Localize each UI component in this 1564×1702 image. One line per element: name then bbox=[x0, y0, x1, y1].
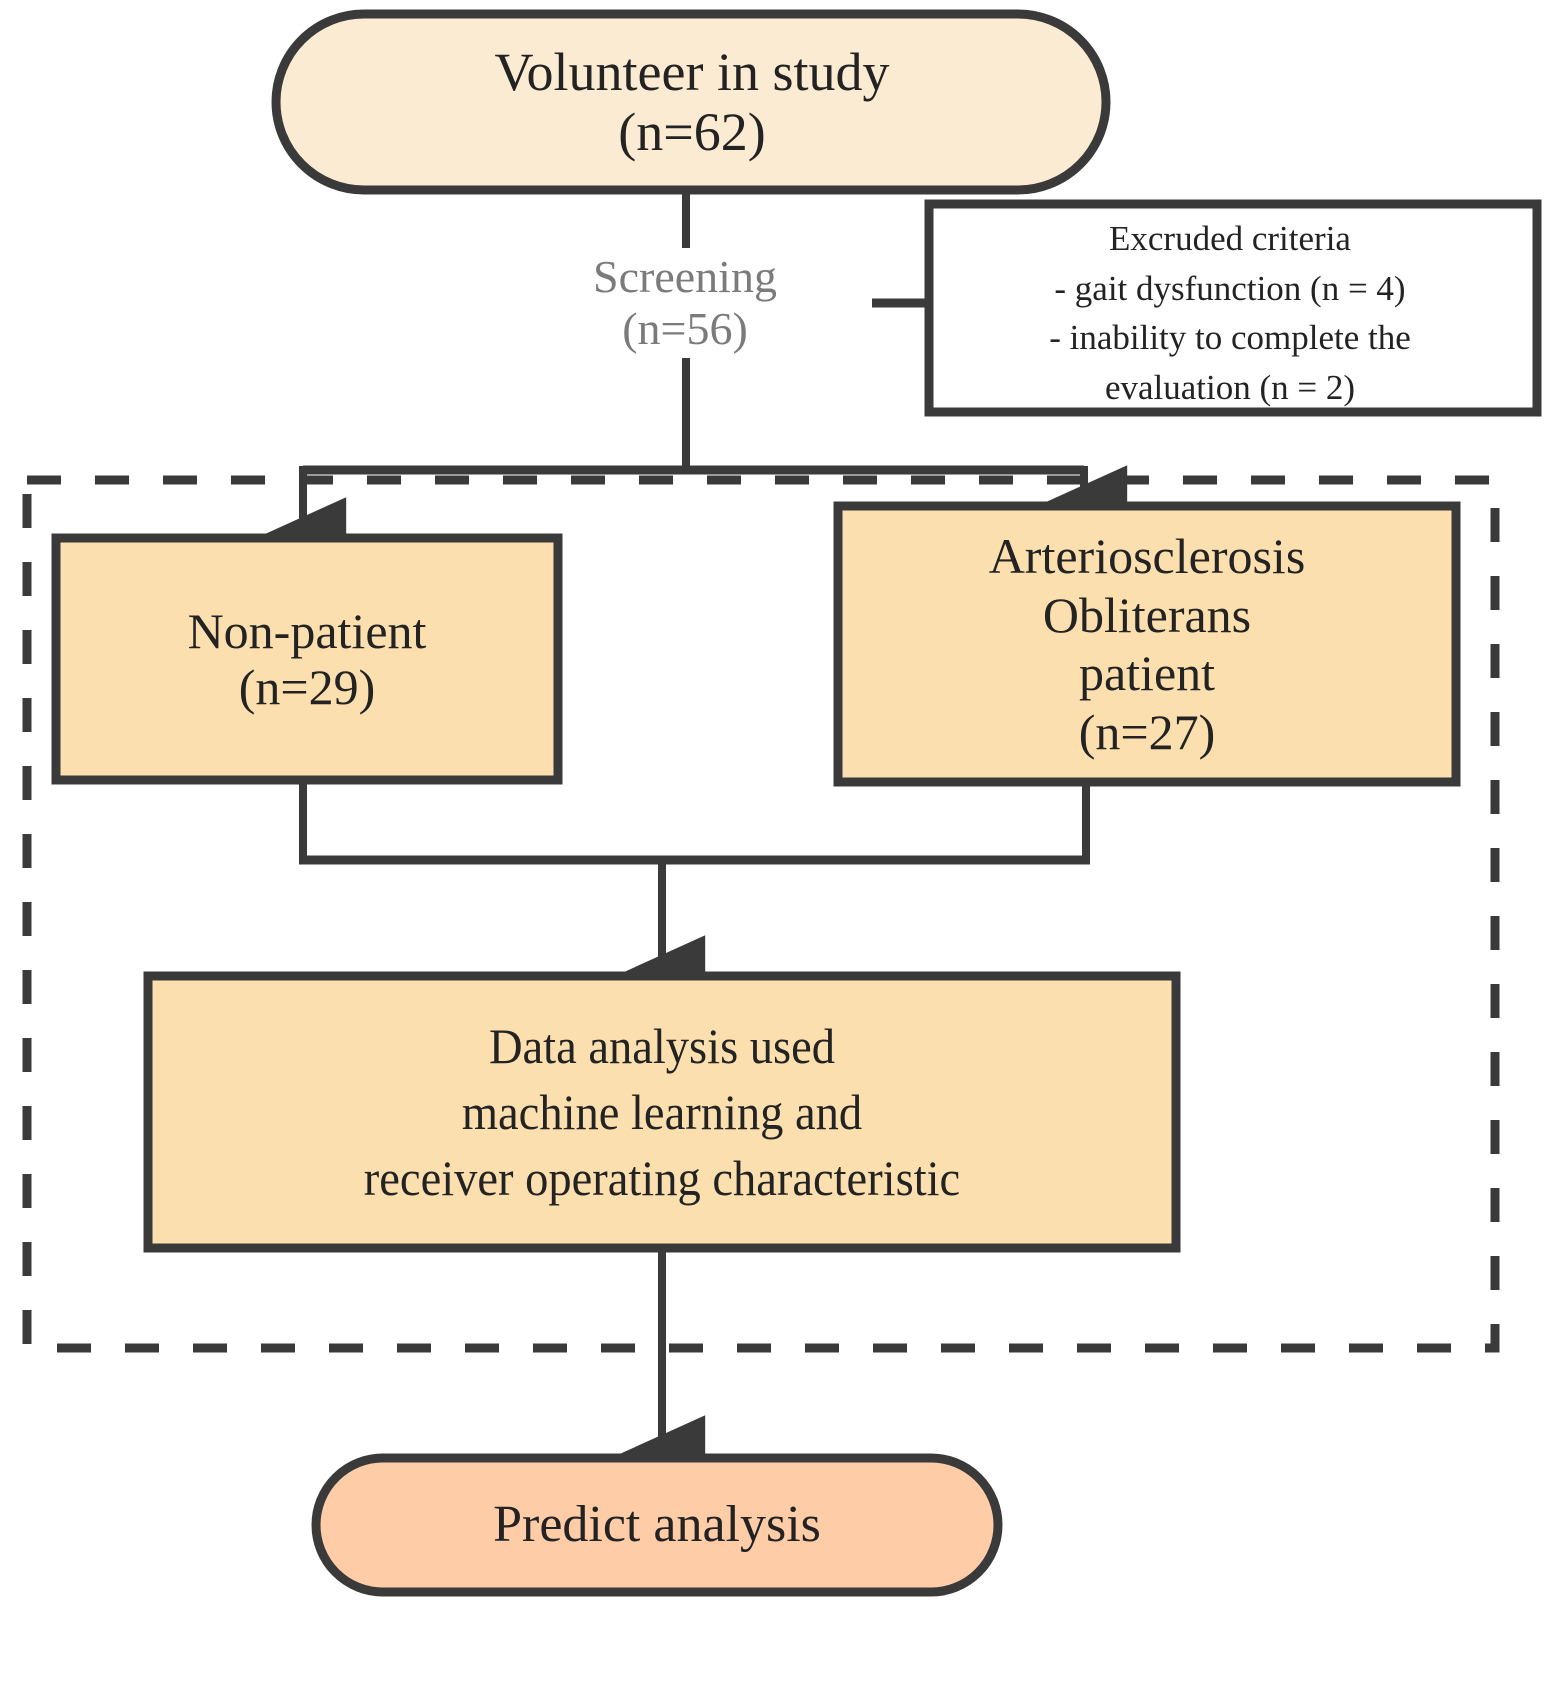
node-non-patient[interactable] bbox=[51, 533, 563, 785]
node-predict-analysis[interactable] bbox=[311, 1453, 1003, 1597]
node-volunteer-in-study[interactable] bbox=[271, 9, 1111, 195]
node-data-analysis[interactable] bbox=[143, 971, 1181, 1253]
node-excluded-criteria[interactable] bbox=[924, 199, 1542, 417]
node-aso-patient[interactable] bbox=[833, 501, 1461, 787]
dashed-analysis-region bbox=[22, 475, 1500, 1353]
